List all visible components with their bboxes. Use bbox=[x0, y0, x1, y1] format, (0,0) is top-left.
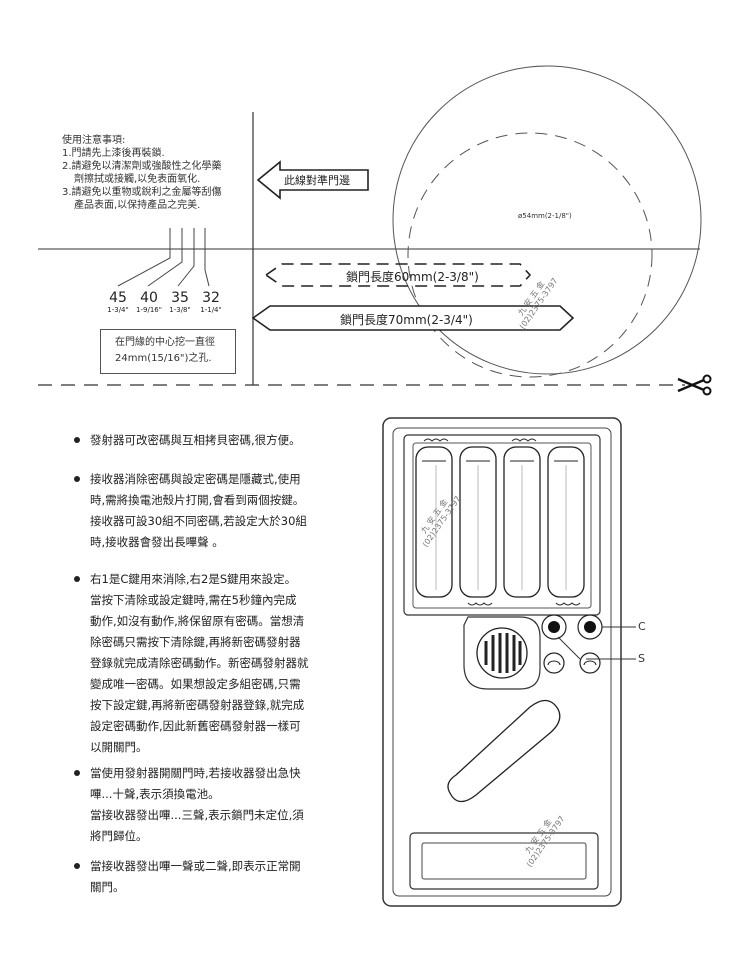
left-arrow-shape bbox=[256, 160, 369, 200]
size-mm: 45 bbox=[109, 290, 127, 306]
paragraph-line: 以開關門。 bbox=[90, 740, 148, 754]
battery-compartment bbox=[403, 434, 601, 616]
size-mm: 35 bbox=[171, 290, 189, 306]
size-mm: 40 bbox=[140, 290, 158, 306]
c-button-label: C bbox=[638, 620, 646, 633]
hole-note-line: 在門緣的中心挖一直徑 bbox=[115, 337, 215, 348]
note-item: 劑擦拭或接觸,以免表面氧化. bbox=[74, 174, 201, 185]
bullet-icon bbox=[74, 576, 80, 582]
size-inch: 1-9/16" bbox=[136, 306, 162, 314]
paragraph-3: 右1是C鍵用來消除,右2是S鍵用來設定。 當按下清除或設定鍵時,需在5秒鐘內完成… bbox=[74, 569, 341, 758]
handle-shape bbox=[447, 699, 561, 803]
paragraph-line: 除密碼只需按下清除鍵,再將新密碼發射器 bbox=[90, 635, 301, 649]
size-45: 45 1-3/4" bbox=[100, 291, 136, 315]
leader-line-35 bbox=[177, 228, 195, 287]
backset-60-shape bbox=[264, 263, 532, 287]
scissors-icon bbox=[677, 374, 712, 396]
usage-notes: 使用注意事項: 1.門請先上漆後再裝鎖. 2.請避免以清潔劑或強酸性之化學藥 劑… bbox=[62, 134, 222, 212]
template-diagram bbox=[38, 65, 712, 396]
outer-circle bbox=[392, 65, 702, 375]
receiver-illustration bbox=[382, 417, 636, 907]
screw-hole bbox=[579, 652, 601, 674]
paragraph-line: 當使用發射器開關門時,若接收器發出急快 bbox=[90, 766, 301, 780]
battery-icon bbox=[503, 446, 541, 598]
note-item: 產品表面,以保持產品之完美. bbox=[74, 200, 201, 211]
paragraph-2: 接收器消除密碼與設定密碼是隱藏式,使用 時,需將換電池殼片打開,會看到兩個按鍵。… bbox=[74, 469, 341, 553]
bullet-icon bbox=[74, 770, 80, 776]
diameter-label: ø54mm(2-1/8") bbox=[518, 212, 572, 220]
size-inch: 1-3/4" bbox=[107, 306, 129, 314]
paragraph-5: 當接收器發出嗶一聲或二聲,即表示正常開 關門。 bbox=[74, 856, 341, 898]
paragraph-line: 變成唯一密碼。如果想設定多組密碼,只需 bbox=[90, 677, 301, 691]
size-40: 40 1-9/16" bbox=[131, 291, 167, 315]
bullet-icon bbox=[74, 863, 80, 869]
bottom-window-inner bbox=[421, 842, 587, 880]
paragraph-line: 嗶...十聲,表示須換電池。 bbox=[90, 787, 220, 801]
backset-60-label: 鎖門長度60mm(2-3/8") bbox=[346, 270, 479, 284]
spring-icon bbox=[423, 438, 581, 606]
backset-70-label: 鎖門長度70mm(2-3/4") bbox=[340, 313, 473, 327]
screw-hole bbox=[543, 652, 565, 674]
size-inch: 1-1/4" bbox=[200, 306, 222, 314]
size-inch: 1-3/8" bbox=[169, 306, 191, 314]
hole-note-box: 在門緣的中心挖一直徑 24mm(15/16")之孔. bbox=[100, 329, 236, 374]
s-leader-line-a bbox=[557, 636, 581, 660]
backset-70-shape bbox=[251, 305, 575, 331]
battery-icon bbox=[547, 446, 585, 598]
notes-title: 使用注意事項: bbox=[62, 135, 126, 146]
leader-line-45 bbox=[117, 228, 171, 287]
battery-icon bbox=[459, 446, 497, 598]
bullet-icon bbox=[74, 476, 80, 482]
size-mm: 32 bbox=[202, 290, 220, 306]
paragraph-line: 登錄就完成清除密碼動作。新密碼發射器就 bbox=[90, 656, 309, 670]
leader-line-40 bbox=[147, 228, 183, 287]
paragraph-1: 發射器可改密碼與互相拷貝密碼,很方便。 bbox=[74, 430, 341, 451]
receiver-inner-frame bbox=[392, 427, 612, 897]
size-32: 32 1-1/4" bbox=[193, 291, 229, 315]
s-button-label: S bbox=[638, 652, 645, 665]
align-door-edge-label: 此線對準門邊 bbox=[284, 174, 350, 187]
dashed-circle bbox=[407, 132, 653, 378]
paragraph-line: 設定密碼動作,因此新舊密碼發射器一樣可 bbox=[90, 719, 301, 733]
c-button[interactable] bbox=[548, 621, 560, 633]
paragraph-4: 當使用發射器開關門時,若接收器發出急快 嗶...十聲,表示須換電池。 當接收器發… bbox=[74, 763, 341, 847]
paragraph-line: 右1是C鍵用來消除,右2是S鍵用來設定。 bbox=[90, 572, 297, 586]
paragraph-line: 按下設定鍵,再將新密碼發射器登錄,就完成 bbox=[90, 698, 305, 712]
paragraph-line: 當接收器發出嗶...三聲,表示鎖門未定位,須 bbox=[90, 808, 304, 822]
leader-line-32 bbox=[204, 228, 210, 287]
paragraph-line: 當按下清除或設定鍵時,需在5秒鐘內完成 bbox=[90, 593, 297, 607]
battery-tray bbox=[412, 442, 592, 609]
bottom-window bbox=[409, 832, 599, 890]
paragraph-line: 關門。 bbox=[90, 880, 125, 894]
paragraph-line: 接收器可設30組不同密碼,若設定大於30組 bbox=[90, 514, 307, 528]
note-item: 2.請避免以清潔劑或強酸性之化學藥 bbox=[62, 161, 222, 172]
paragraph-line: 發射器可改密碼與互相拷貝密碼,很方便。 bbox=[90, 433, 301, 447]
paragraph-line: 當接收器發出嗶一聲或二聲,即表示正常開 bbox=[90, 859, 301, 873]
paragraph-line: 將門歸位。 bbox=[90, 829, 148, 843]
paragraph-line: 時,需將換電池殼片打開,會看到兩個按鍵。 bbox=[90, 493, 305, 507]
hole-note-line: 24mm(15/16")之孔. bbox=[115, 353, 212, 364]
paragraph-line: 接收器消除密碼與設定密碼是隱藏式,使用 bbox=[90, 472, 301, 486]
paragraph-line: 動作,如沒有動作,將保留原有密碼。當想清 bbox=[90, 614, 305, 628]
bullet-icon bbox=[74, 437, 80, 443]
size-35: 35 1-3/8" bbox=[162, 291, 198, 315]
note-item: 1.門請先上漆後再裝鎖. bbox=[62, 148, 165, 159]
speaker-grille bbox=[484, 633, 522, 673]
note-item: 3.請避免以重物或銳利之金屬等刮傷 bbox=[62, 187, 222, 198]
s-button[interactable] bbox=[584, 621, 596, 633]
battery-icon bbox=[415, 446, 453, 598]
paragraph-line: 時,接收器會發出長嗶聲 。 bbox=[90, 535, 224, 549]
